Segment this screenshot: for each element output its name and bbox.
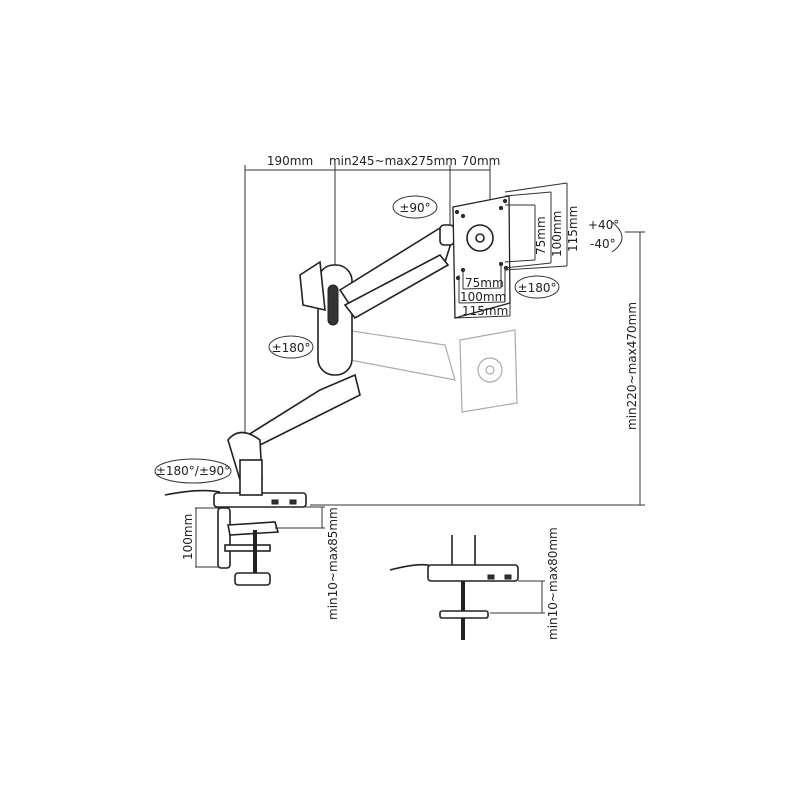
head-swivel-label: ±90° [399, 201, 430, 215]
vesa-vertical-100: 100mm [550, 211, 564, 257]
vesa-horizontal-100: 100mm [460, 290, 506, 304]
head-swivel-arrow-icon [392, 195, 438, 219]
grommet-base [389, 535, 519, 640]
clamp-height-label: 100mm [181, 514, 195, 560]
arm-swivel-label: ±180° [272, 341, 311, 355]
grommet-range-label: min10~max80mm [546, 527, 560, 640]
vesa-vertical-115: 115mm [566, 206, 580, 252]
head-offset-label: 70mm [462, 154, 501, 168]
vesa-plate [452, 195, 511, 319]
base-swivel-arrow-icon [154, 458, 232, 484]
arm-swivel-arrow-icon [268, 335, 314, 359]
tilt-up-label: +40° [588, 218, 619, 232]
reach-base-label: 190mm [267, 154, 313, 168]
arm-length-label: min245~max275mm [329, 154, 457, 168]
tilt-down-label: -40° [590, 237, 616, 251]
monitor-arm [227, 224, 455, 481]
height-range-label: min220~max470mm [625, 302, 639, 430]
clamp-range-label: min10~max85mm [326, 507, 340, 620]
ghost-arm-position [344, 329, 518, 413]
vesa-dimension-lines [454, 182, 568, 319]
rotation-arrow-icon [514, 275, 560, 299]
vesa-horizontal-75: 75mm [465, 276, 504, 290]
clamp-base [164, 459, 307, 586]
plate-rotation-label: ±180° [518, 281, 557, 295]
tilt-arrow-icon [611, 221, 623, 253]
vesa-horizontal-115: 115mm [462, 304, 508, 318]
vesa-vertical-75: 75mm [534, 216, 548, 255]
base-swivel-label: ±180°/±90° [156, 464, 230, 478]
